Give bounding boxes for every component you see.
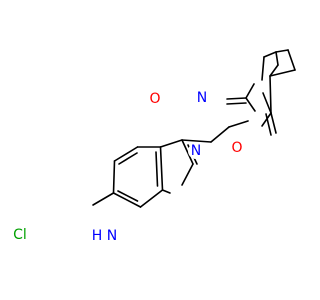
oxygen-label-bottom: O	[231, 140, 242, 156]
bond-cage-3	[275, 51, 279, 66]
bond-benzene-4	[112, 160, 116, 194]
bond-ring-5	[269, 75, 272, 114]
bond-ring-1	[245, 97, 256, 112]
bond-carbonyl-top-double	[226, 102, 247, 105]
oxygen-label-top: O	[149, 91, 160, 107]
bond-cage-7	[269, 69, 296, 77]
chemical-structure: O O N N Cl N H	[10, 49, 296, 245]
bond-benzene-2	[139, 189, 164, 208]
bond-cage-4	[269, 64, 279, 77]
nitrogen-label-bridgehead: N	[197, 90, 207, 106]
bond-carbonyl-bottom-double	[265, 113, 272, 136]
bond-layer	[92, 49, 296, 208]
indole-h-label: H	[92, 228, 103, 244]
bond-benzene-double-a	[155, 151, 159, 187]
bond-cage-6	[287, 49, 296, 71]
bond-benzene-double-b	[117, 190, 139, 202]
nitrogen-label-imide: N	[191, 143, 201, 159]
bond-benzene-3	[112, 192, 142, 208]
bond-linker-3	[228, 120, 249, 128]
bond-benzene-double-c	[118, 152, 138, 165]
bond-benzene-1	[159, 146, 164, 191]
bond-linker-1	[181, 139, 212, 143]
bond-cage-1	[261, 56, 265, 81]
label-layer: O O N N Cl N H	[10, 90, 245, 245]
chlorine-label: Cl	[13, 227, 27, 243]
bond-ring-3	[262, 92, 272, 114]
bond-pyrrole-4	[161, 189, 171, 194]
bond-benzene-5	[113, 146, 139, 162]
bond-cage-2	[263, 51, 277, 58]
indole-n-label: N	[107, 228, 117, 244]
bond-pyrrole-2	[181, 139, 194, 165]
bond-cage-5	[275, 49, 289, 53]
bond-ring-2	[245, 83, 255, 99]
bond-pyrrole-1	[159, 139, 183, 148]
bond-carbonyl-top	[226, 97, 247, 100]
bond-carbonyl-bottom	[270, 112, 277, 134]
bond-c-cl	[92, 192, 115, 206]
bond-pyrrole-3	[181, 163, 194, 186]
bond-linker-2	[210, 126, 230, 143]
